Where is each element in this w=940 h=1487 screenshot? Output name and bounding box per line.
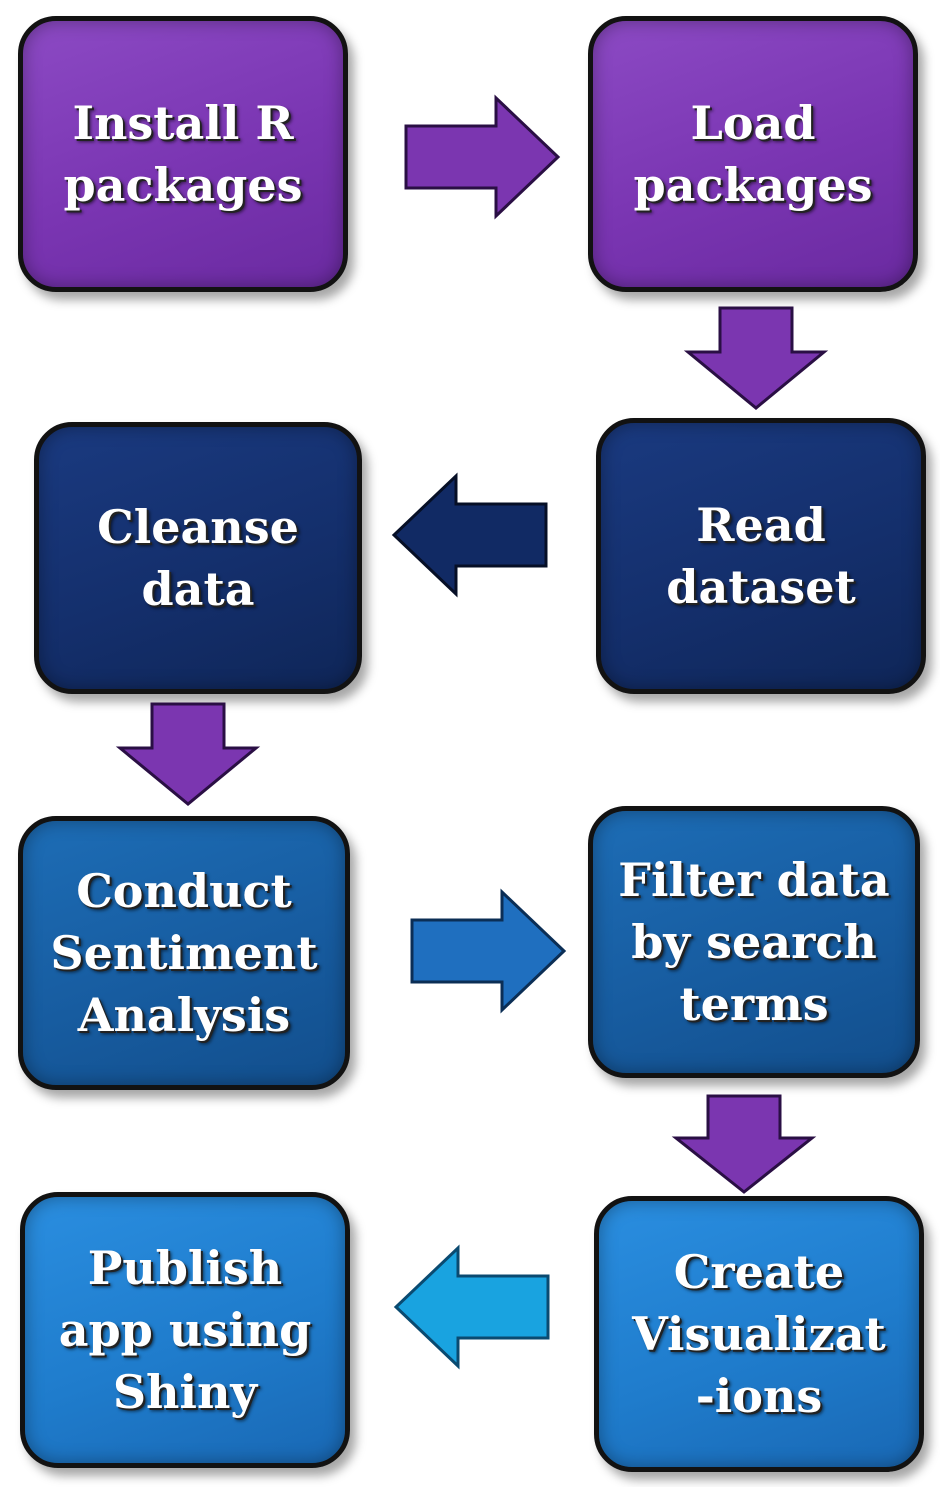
step-read-dataset: Read dataset [596, 418, 926, 694]
step-create-visualizations: Create Visualizat -ions [594, 1196, 924, 1472]
arrow-down-icon [115, 702, 261, 806]
step-load-packages: Load packages [588, 16, 918, 292]
step-cleanse-data: Cleanse data [34, 422, 362, 694]
arrow-down-icon [683, 306, 829, 410]
step-label: Load packages [633, 96, 873, 212]
step-filter-data-by-search-terms: Filter data by search terms [588, 806, 920, 1078]
step-label: Publish app using Shiny [58, 1241, 312, 1419]
step-label: Cleanse data [97, 500, 299, 616]
arrow-right-icon [404, 94, 561, 220]
step-publish-app-using-shiny: Publish app using Shiny [20, 1192, 350, 1468]
step-label: Read dataset [666, 498, 856, 614]
step-conduct-sentiment-analysis: Conduct Sentiment Analysis [18, 816, 350, 1090]
arrow-left-icon [391, 472, 548, 598]
step-label: Install R packages [63, 96, 303, 212]
arrow-left-icon [393, 1244, 550, 1370]
step-label: Create Visualizat -ions [632, 1245, 886, 1423]
step-install-r-packages: Install R packages [18, 16, 348, 292]
arrow-down-icon [671, 1094, 817, 1194]
arrow-right-icon [410, 888, 567, 1014]
step-label: Filter data by search terms [618, 853, 890, 1031]
step-label: Conduct Sentiment Analysis [50, 864, 318, 1042]
